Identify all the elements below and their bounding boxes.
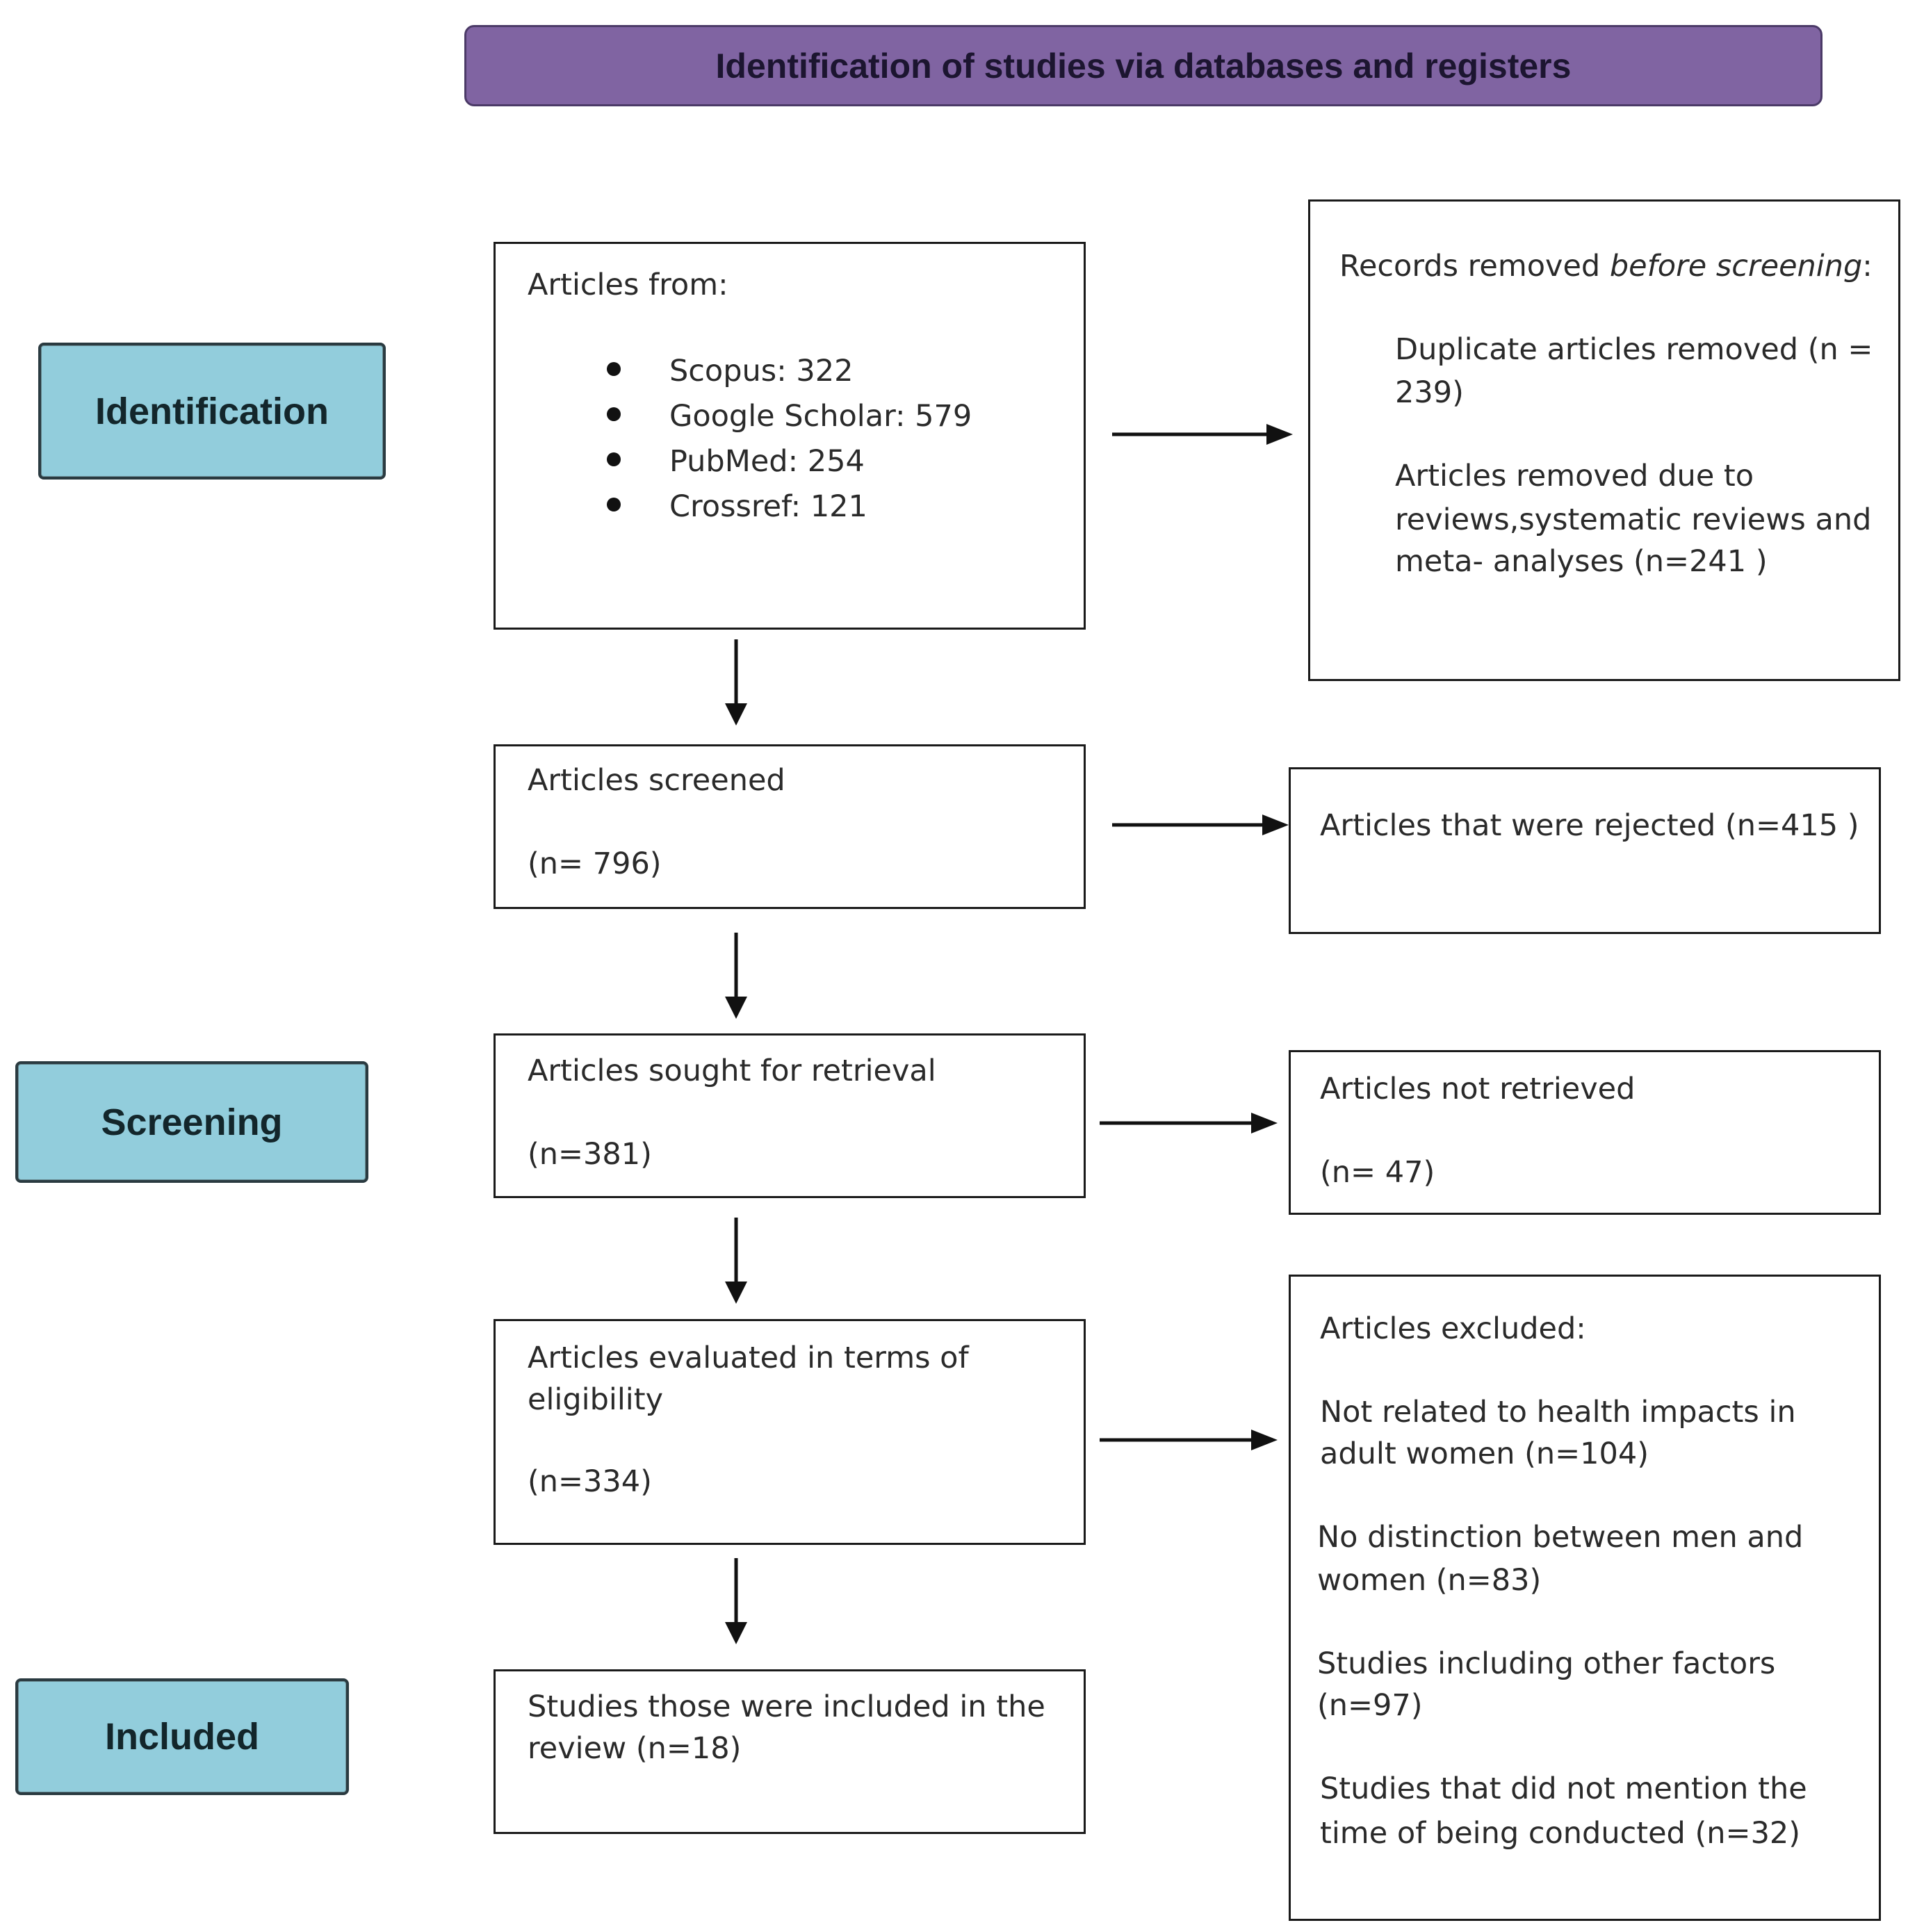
reviews-line-1: Articles removed due to: [1395, 459, 1754, 493]
excluded-reason-1-line-2: adult women (n=104): [1320, 1436, 1649, 1471]
arrow-right-to-not-retrieved: [1100, 1113, 1278, 1133]
removed-heading-suffix: :: [1862, 249, 1873, 284]
duplicate-line-2: 239): [1395, 375, 1464, 410]
arrow-right-to-rejected: [1112, 814, 1289, 835]
included-line-2: review (n=18): [528, 1731, 742, 1766]
removed-heading-emphasis: before screening: [1609, 249, 1863, 284]
excluded-reason-3-line-1: Studies including other factors: [1317, 1646, 1776, 1681]
arrow-right-icon: [1100, 1430, 1278, 1450]
not-retrieved-label: Articles not retrieved: [1320, 1072, 1636, 1106]
reviews-line-2: reviews,systematic reviews and: [1395, 502, 1872, 537]
bullet-icon: [607, 407, 621, 421]
excluded-reason-4-line-1: Studies that did not mention the: [1320, 1771, 1807, 1806]
excluded-reason-2-line-2: women (n=83): [1317, 1563, 1542, 1598]
source-crossref: Crossref: 121: [669, 489, 867, 524]
excluded-heading: Articles excluded:: [1320, 1311, 1586, 1346]
sought-box: Articles sought for retrieval (n=381): [494, 1033, 1086, 1198]
stage-screening-label: Screening: [101, 1101, 283, 1143]
sources-heading: Articles from:: [528, 268, 728, 302]
stage-identification-label: Identification: [95, 390, 329, 432]
screened-box: Articles screened (n= 796): [494, 744, 1086, 909]
included-box: Studies those were included in the revie…: [494, 1669, 1086, 1834]
arrow-down-to-included: [724, 1558, 748, 1644]
arrow-down-to-eligibility: [724, 1218, 748, 1304]
arrow-down-to-screened: [724, 639, 748, 726]
not-retrieved-count: (n= 47): [1320, 1155, 1435, 1190]
not-retrieved-box: Articles not retrieved (n= 47): [1289, 1050, 1881, 1215]
bullet-icon: [607, 452, 621, 466]
removed-heading: Records removed before screening:: [1339, 245, 1873, 288]
eligibility-box: Articles evaluated in terms of eligibili…: [494, 1319, 1086, 1545]
arrow-right-to-excluded: [1100, 1430, 1278, 1450]
stage-included-label: Included: [104, 1716, 259, 1758]
arrow-right-icon: [1112, 814, 1289, 835]
arrow-down-to-sought: [724, 933, 748, 1019]
list-item: Crossref: 121: [607, 485, 972, 530]
header-title: Identification of studies via databases …: [715, 46, 1572, 85]
reviews-line-3: meta- analyses (n=241 ): [1395, 544, 1768, 579]
removed-heading-prefix: Records removed: [1339, 249, 1610, 284]
sources-box: Articles from: Scopus: 322 Google Schola…: [494, 242, 1086, 630]
eligibility-line-1: Articles evaluated in terms of: [528, 1341, 969, 1375]
arrow-down-icon: [725, 639, 747, 726]
eligibility-line-2: eligibility: [528, 1382, 664, 1417]
list-item: Google Scholar: 579: [607, 395, 972, 440]
sought-count: (n=381): [528, 1137, 652, 1172]
excluded-reason-3-line-2: (n=97): [1317, 1688, 1423, 1723]
stage-identification: Identification: [38, 343, 386, 480]
screened-label: Articles screened: [528, 763, 785, 798]
stage-included: Included: [15, 1678, 349, 1795]
arrow-down-icon: [725, 1558, 747, 1644]
bullet-icon: [607, 362, 621, 376]
list-item: Scopus: 322: [607, 350, 972, 395]
arrow-down-icon: [725, 1218, 747, 1304]
source-scopus: Scopus: 322: [669, 354, 854, 388]
included-line-1: Studies those were included in the: [528, 1689, 1045, 1724]
eligibility-count: (n=334): [528, 1464, 652, 1499]
bullet-icon: [607, 498, 621, 511]
source-google-scholar: Google Scholar: 579: [669, 399, 972, 434]
excluded-reason-2-line-1: No distinction between men and: [1317, 1520, 1804, 1555]
stage-screening: Screening: [15, 1061, 368, 1183]
arrow-right-to-removed: [1112, 424, 1293, 445]
list-item: PubMed: 254: [607, 440, 972, 485]
sources-list: Scopus: 322 Google Scholar: 579 PubMed: …: [607, 350, 972, 530]
rejected-box: Articles that were rejected (n=415 ): [1289, 767, 1881, 934]
sought-label: Articles sought for retrieval: [528, 1054, 936, 1088]
excluded-reason-4-line-2: time of being conducted (n=32): [1320, 1816, 1801, 1851]
removed-box: Records removed before screening: Duplic…: [1308, 199, 1900, 681]
screened-count: (n= 796): [528, 846, 662, 881]
header-banner: Identification of studies via databases …: [464, 25, 1823, 106]
arrow-down-icon: [725, 933, 747, 1019]
excluded-reason-1-line-1: Not related to health impacts in: [1320, 1395, 1796, 1430]
rejected-label: Articles that were rejected (n=415 ): [1320, 808, 1859, 843]
duplicate-line-1: Duplicate articles removed (n =: [1395, 332, 1873, 367]
arrow-right-icon: [1112, 424, 1293, 445]
excluded-box: Articles excluded: Not related to health…: [1289, 1275, 1881, 1921]
source-pubmed: PubMed: 254: [669, 444, 865, 479]
arrow-right-icon: [1100, 1113, 1278, 1133]
